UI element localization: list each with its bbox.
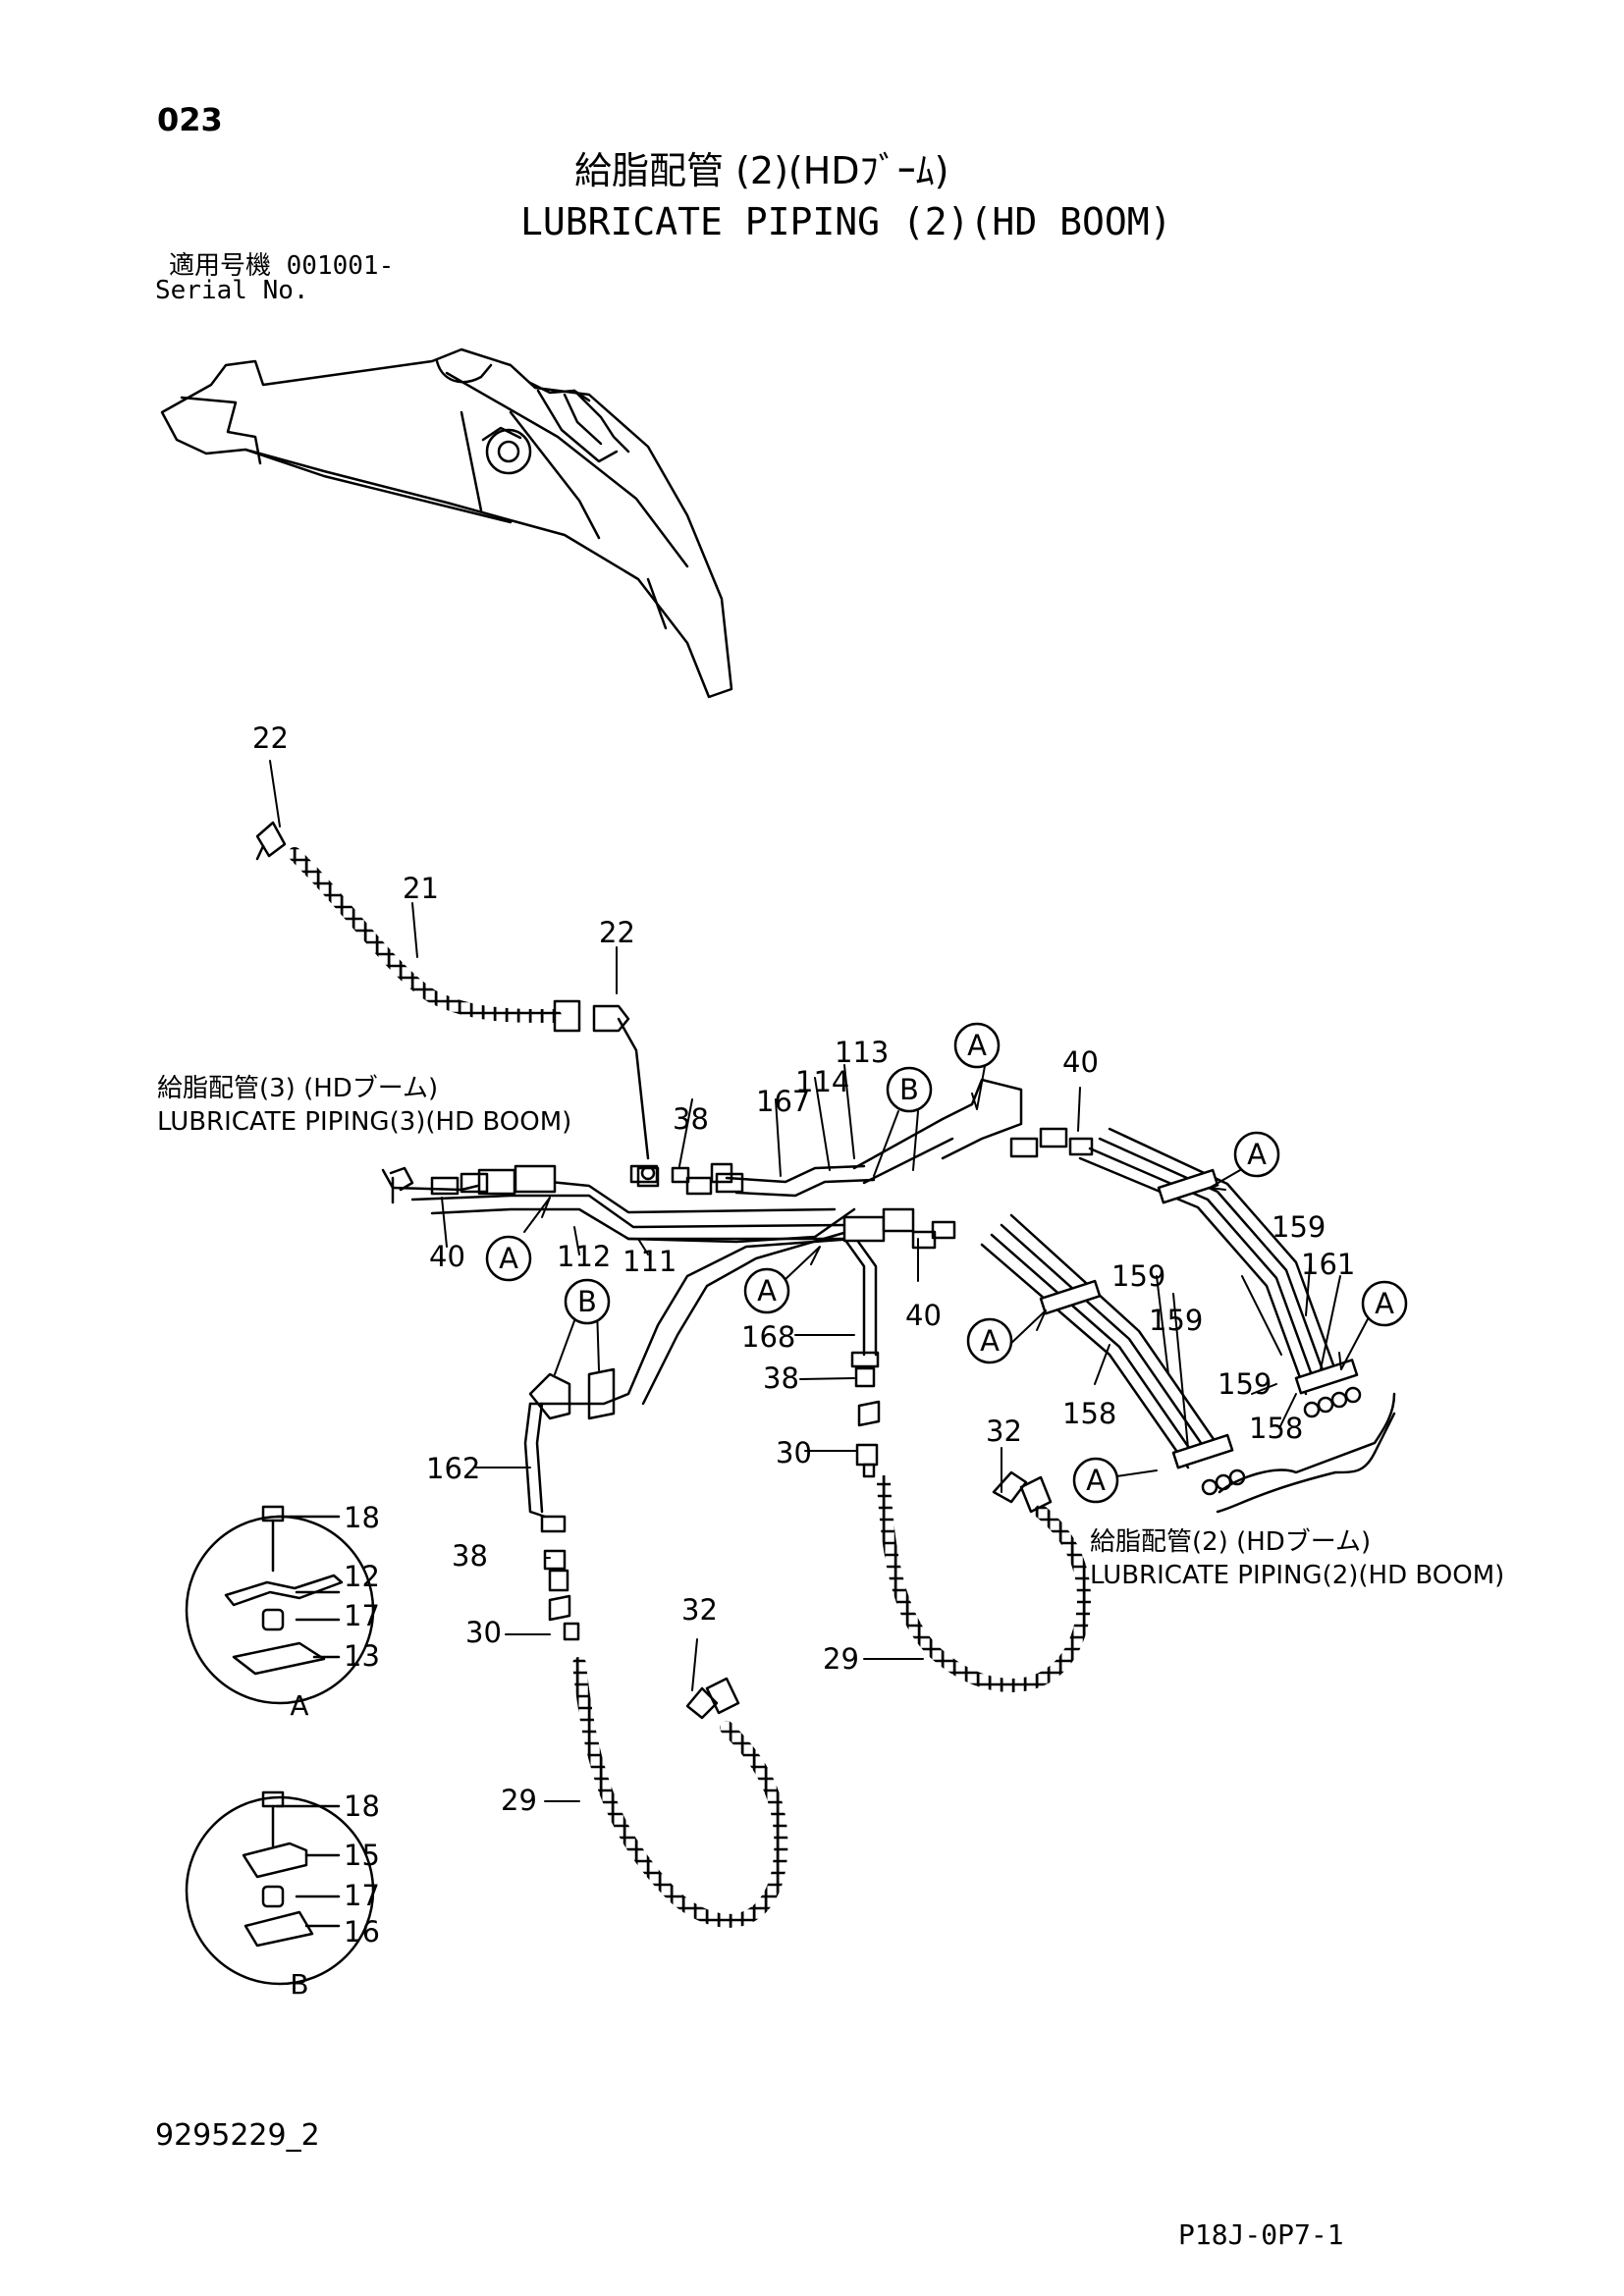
callout-22: 22 — [599, 916, 635, 949]
detail-a-callout-18: 18 — [344, 1501, 380, 1534]
detail-b-callout-16: 16 — [344, 1915, 380, 1949]
drawing-number: 9295229_2 — [155, 2118, 320, 2153]
hose-29-right-assembly — [854, 1366, 1091, 1692]
left-pipe-bundle — [381, 1078, 1094, 1533]
serial-japanese: 適用号機 001001- — [169, 251, 395, 281]
callout-32: 32 — [681, 1593, 718, 1627]
callout-161: 161 — [1301, 1248, 1355, 1281]
callout-30: 30 — [465, 1616, 502, 1649]
callout-158: 158 — [1062, 1397, 1116, 1430]
callout-114: 114 — [795, 1065, 849, 1098]
detail-a-callout-12: 12 — [344, 1560, 380, 1593]
callout-159: 159 — [1111, 1259, 1165, 1293]
detail-a-label: A — [290, 1689, 308, 1722]
marker-a-4: A — [1233, 1131, 1280, 1178]
title-japanese: 給脂配管 (2)(HDﾌﾞｰﾑ) — [574, 149, 949, 192]
callout-111: 111 — [623, 1245, 677, 1278]
reference-piping3-japanese: 給脂配管(3) (HDブーム) — [157, 1074, 439, 1103]
callout-30: 30 — [776, 1436, 812, 1469]
marker-a-3: A — [743, 1267, 790, 1314]
callout-162: 162 — [426, 1452, 480, 1485]
callout-21: 21 — [403, 872, 439, 905]
hose-29-left-assembly — [543, 1549, 788, 1928]
boom-overview — [160, 347, 733, 699]
marker-a-6: A — [1361, 1280, 1408, 1327]
detail-b-callout-18: 18 — [344, 1789, 380, 1823]
marker-a-2: A — [485, 1235, 532, 1282]
marker-b-2: B — [564, 1278, 611, 1325]
callout-159: 159 — [1218, 1367, 1272, 1401]
detail-a-view — [185, 1505, 375, 1705]
serial-english: Serial No. — [155, 276, 309, 305]
svg-text:B: B — [577, 1285, 597, 1318]
callout-38: 38 — [452, 1539, 488, 1573]
leader-lines — [269, 760, 1341, 1802]
callout-40: 40 — [905, 1299, 942, 1332]
svg-text:A: A — [499, 1242, 518, 1275]
marker-b-1: B — [886, 1066, 933, 1113]
page-number: 023 — [157, 101, 223, 138]
callout-40: 40 — [1062, 1045, 1099, 1079]
bracket-marks — [389, 1166, 1396, 1514]
callout-159: 159 — [1149, 1304, 1203, 1337]
detail-a-callout-13: 13 — [344, 1639, 380, 1673]
svg-text:A: A — [980, 1324, 1000, 1358]
svg-text:A: A — [1247, 1138, 1267, 1171]
callout-159: 159 — [1272, 1210, 1326, 1244]
reference-piping3-english: LUBRICATE PIPING(3)(HD BOOM) — [157, 1107, 572, 1137]
svg-text:A: A — [757, 1274, 777, 1308]
marker-a-7: A — [1072, 1457, 1119, 1504]
detail-b-view — [185, 1790, 375, 1986]
callout-158: 158 — [1249, 1412, 1303, 1445]
callout-112: 112 — [557, 1240, 611, 1273]
hose-21-assembly — [255, 821, 656, 1181]
detail-b-label: B — [290, 1968, 308, 2001]
callout-numbers: 22 21 22 113 114 167 38 40 40 40 112 111… — [252, 721, 1355, 2001]
page-code: P18J-0P7-1 — [1178, 2218, 1344, 2251]
detail-a-callout-17: 17 — [344, 1599, 380, 1632]
title-english: LUBRICATE PIPING (2)(HD BOOM) — [520, 200, 1172, 243]
callout-40: 40 — [429, 1240, 465, 1273]
right-hose-bundles — [980, 1127, 1396, 1496]
reference-piping2-english: LUBRICATE PIPING(2)(HD BOOM) — [1090, 1561, 1505, 1590]
marker-a-5: A — [966, 1317, 1013, 1364]
callout-22: 22 — [252, 721, 289, 755]
callout-38: 38 — [673, 1102, 709, 1136]
svg-text:A: A — [1375, 1287, 1394, 1320]
loose-fittings — [629, 1162, 733, 1184]
callout-29: 29 — [501, 1784, 537, 1817]
svg-text:A: A — [1086, 1464, 1106, 1497]
callout-32: 32 — [986, 1415, 1022, 1448]
svg-text:B: B — [899, 1073, 919, 1106]
marker-a-1: A — [953, 1022, 1001, 1069]
svg-text:A: A — [967, 1029, 987, 1062]
callout-113: 113 — [835, 1036, 889, 1069]
reference-piping2-japanese: 給脂配管(2) (HDブーム) — [1090, 1527, 1372, 1557]
callout-29: 29 — [823, 1642, 859, 1676]
callout-168: 168 — [741, 1320, 795, 1354]
callout-38: 38 — [763, 1362, 799, 1395]
detail-b-callout-17: 17 — [344, 1879, 380, 1912]
detail-b-callout-15: 15 — [344, 1839, 380, 1872]
callout-167: 167 — [756, 1085, 810, 1118]
